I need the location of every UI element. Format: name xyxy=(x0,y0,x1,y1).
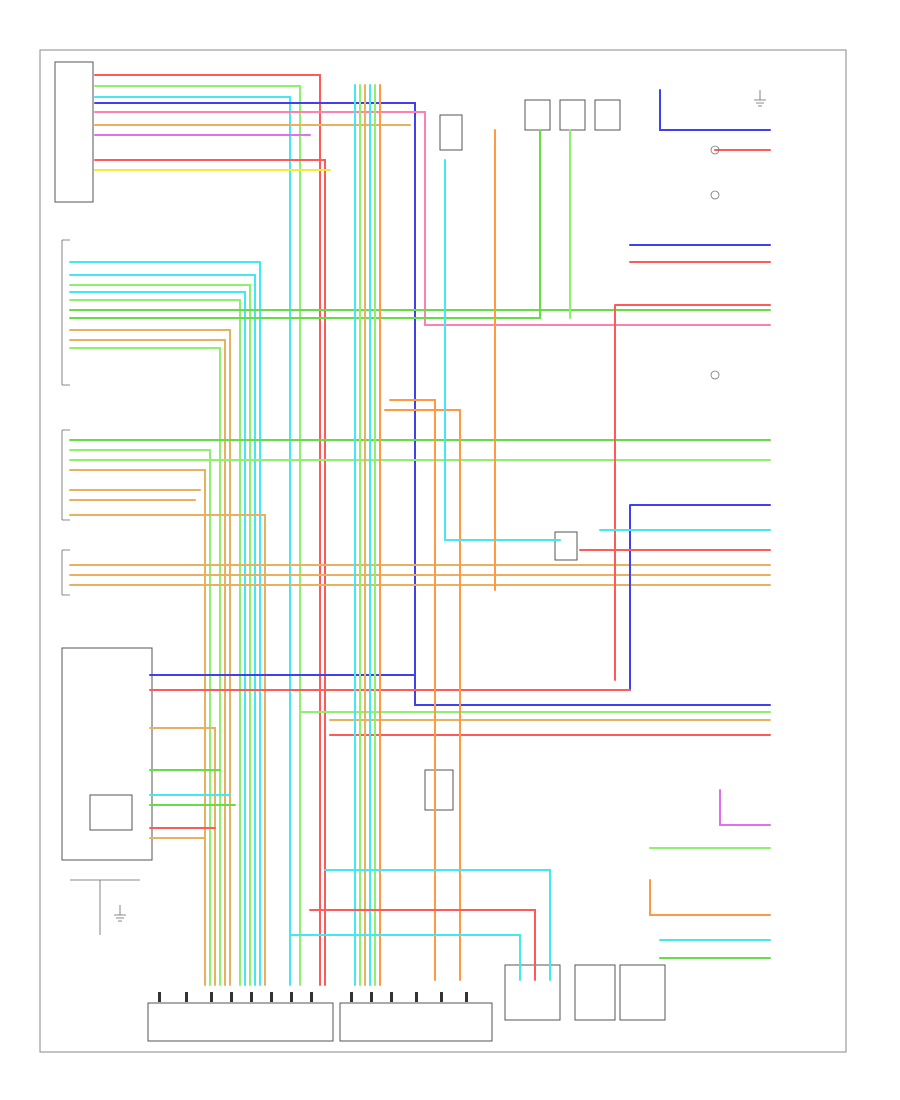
connector-pins-row xyxy=(158,992,468,1002)
brake-pedal-position-switch xyxy=(504,964,666,1021)
keyless-receiver xyxy=(61,647,153,861)
wire-bundle-right xyxy=(299,89,771,959)
ground-symbol xyxy=(114,90,766,922)
junction-box xyxy=(554,531,578,561)
instrument-cluster-connector xyxy=(61,239,70,386)
gauge-control-module xyxy=(147,1002,334,1042)
pcm xyxy=(424,769,454,811)
mode-switch xyxy=(70,879,140,935)
junction-box-connector xyxy=(61,429,70,596)
multiplex-control-unit xyxy=(54,61,94,203)
diagram-border xyxy=(39,49,847,1053)
power-steering-unit xyxy=(524,99,621,131)
engine-control-module xyxy=(439,114,463,151)
wire-bundle-junction xyxy=(69,439,771,986)
diode-symbol xyxy=(710,145,720,380)
vsa-modulator-control-unit xyxy=(339,1002,493,1042)
wire-bundle-keyless xyxy=(149,674,631,986)
wire-bundle-vertical xyxy=(289,84,571,986)
wire-bundle-cluster xyxy=(69,129,771,986)
